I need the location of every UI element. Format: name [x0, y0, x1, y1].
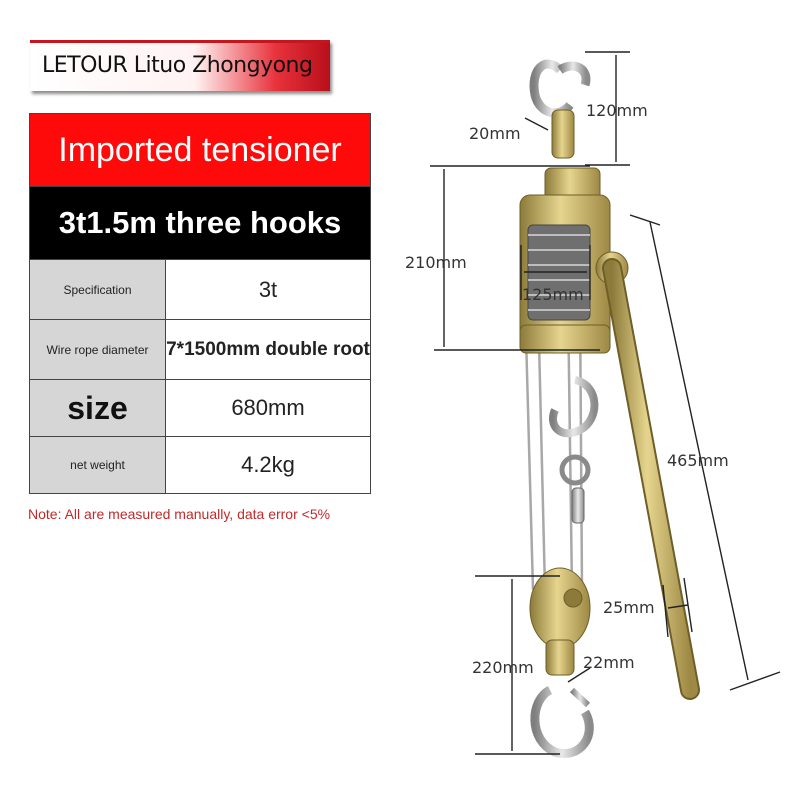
dim-label-top-hook: 120mm	[586, 101, 648, 120]
spec-table: Imported tensioner 3t1.5m three hooks Sp…	[29, 113, 371, 494]
table-row-size: size 680mm	[30, 380, 370, 437]
brand-banner: LETOUR Lituo Zhongyong	[30, 40, 330, 91]
dim-label-bottom-gap: 22mm	[583, 653, 635, 672]
table-row-wire-rope: Wire rope diameter 7*1500mm double root	[30, 320, 370, 380]
brand-name: LETOUR Lituo Zhongyong	[42, 53, 313, 78]
dim-label-body-height: 210mm	[405, 253, 467, 272]
top-hook	[529, 59, 591, 159]
dim-label-drum-width: 125mm	[522, 285, 584, 304]
dim-label-bottom-hook: 220mm	[472, 658, 534, 677]
table-row-net-weight: net weight 4.2kg	[30, 437, 370, 493]
spec-value: 4.2kg	[166, 437, 370, 493]
middle-hook	[549, 376, 599, 524]
product-diagram: 120mm 20mm 210mm 125mm 465mm 25mm 220mm …	[405, 51, 781, 758]
dim-label-handle-diameter: 25mm	[603, 598, 655, 617]
handle	[602, 258, 700, 700]
spec-value: 3t	[166, 260, 370, 319]
spec-label: Wire rope diameter	[30, 320, 166, 379]
spec-value: 680mm	[166, 380, 370, 436]
table-row-specification: Specification 3t	[30, 260, 370, 320]
measurement-note: Note: All are measured manually, data er…	[28, 506, 331, 522]
spec-value: 7*1500mm double root	[166, 320, 370, 379]
table-subtitle: 3t1.5m three hooks	[30, 187, 370, 260]
bottom-pulley	[529, 567, 591, 676]
dimension-lines	[430, 51, 781, 755]
spec-label: net weight	[30, 437, 166, 493]
spec-label: Specification	[30, 260, 166, 319]
dim-label-handle-length: 465mm	[667, 451, 729, 470]
spec-label: size	[30, 380, 166, 436]
bottom-hook	[530, 685, 594, 758]
dim-label-top-gap: 20mm	[469, 124, 521, 143]
table-title: Imported tensioner	[30, 114, 370, 187]
